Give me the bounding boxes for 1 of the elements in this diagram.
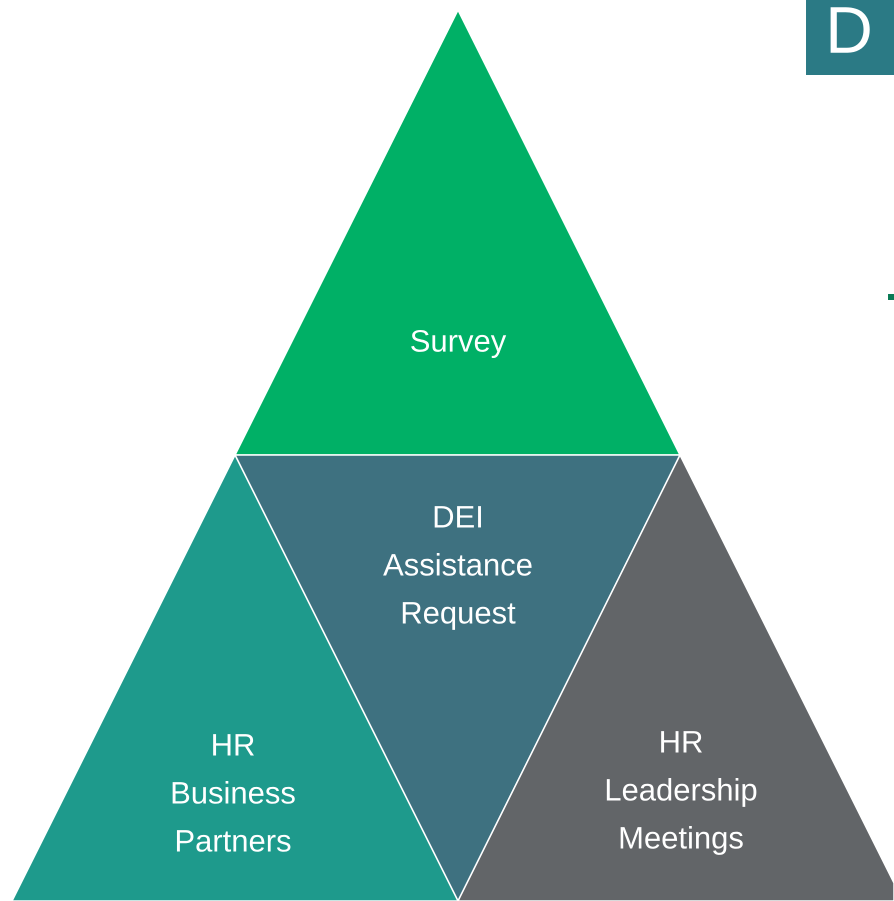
title-box: D xyxy=(806,0,894,75)
